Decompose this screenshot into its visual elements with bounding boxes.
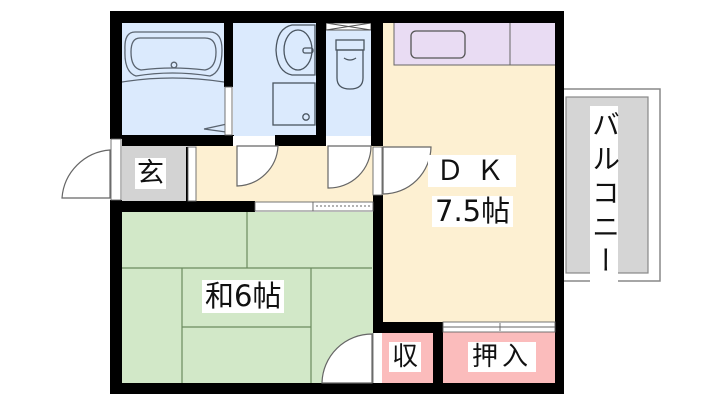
oshiire-label: 押入 [468,342,537,372]
bathroom [122,22,225,136]
tatami-lines [122,212,372,384]
sliding-doors [110,86,556,383]
toilet-door-icon [327,145,372,189]
door-swings [61,145,432,384]
toilet [326,22,373,136]
shunou-label: 収 [389,342,422,372]
sink-icon [410,30,466,59]
bathtub-icon [121,31,228,133]
dk-door-icon [382,146,432,195]
genkan-label: 玄 [135,158,166,189]
dk-label: ＤＫ [428,155,517,187]
dk-size-label: 7.5帖 [432,196,514,227]
washing-machine-icon [272,82,316,126]
balcony-label: バルコニー [588,106,621,284]
toilet-icon [335,39,365,90]
ventilation-icon [325,22,372,31]
washitsu-label: 和6帖 [202,280,285,313]
washroom [233,22,317,136]
walls [110,11,564,394]
entrance-door-icon [61,149,111,199]
kitchen-counter [393,21,557,66]
washroom-door-icon [236,145,279,187]
washitsu-door-icon [321,333,373,384]
washbasin-icon [275,24,316,76]
